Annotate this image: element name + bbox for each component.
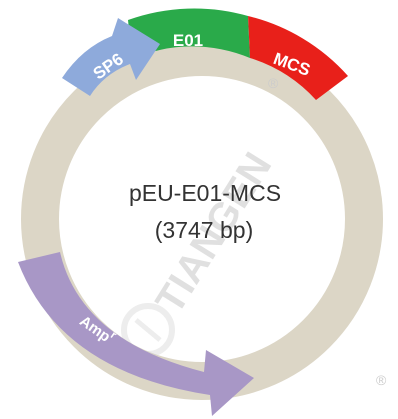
mcs-segment — [248, 16, 348, 100]
registered-mark-top: ® — [268, 75, 279, 91]
e01-label: E01 — [173, 31, 203, 50]
sp6-arrow — [62, 18, 160, 96]
ampr-arrow — [18, 252, 254, 416]
e01-segment — [128, 8, 250, 59]
registered-mark-bottom: ® — [376, 372, 387, 388]
ampr-label-superscript: r — [108, 329, 119, 342]
plasmid-name: pEU-E01-MCS — [129, 180, 281, 206]
plasmid-size: (3747 bp) — [155, 217, 253, 243]
